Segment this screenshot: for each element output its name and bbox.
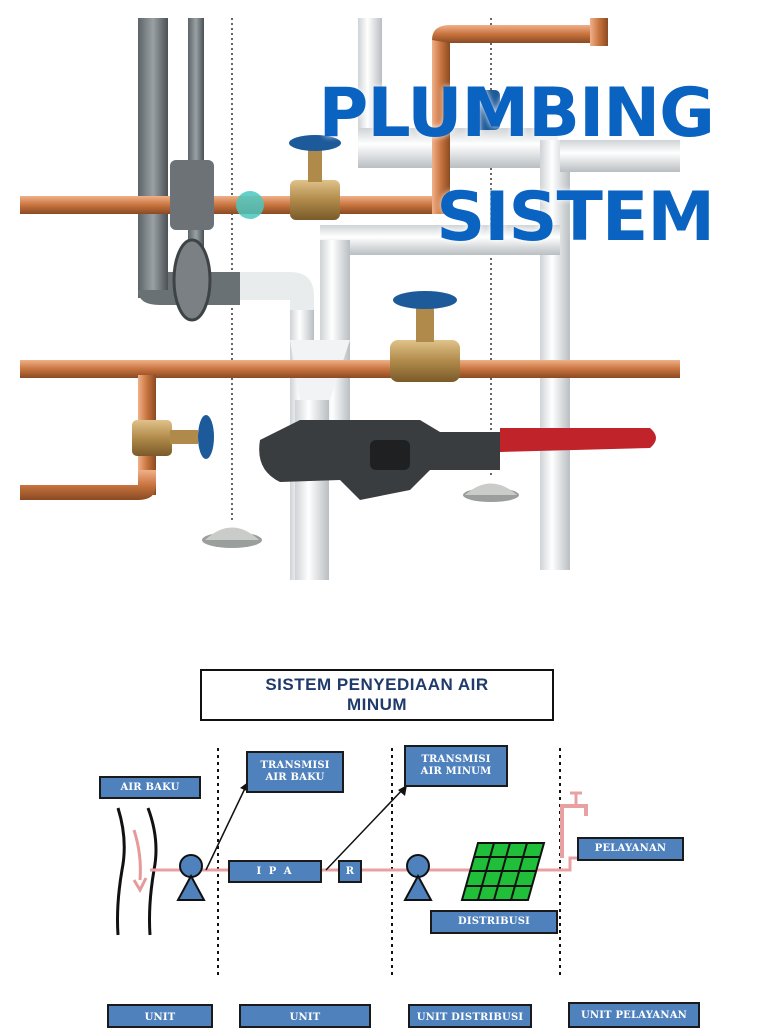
pump-icon (176, 854, 206, 901)
valve-icon (390, 291, 460, 382)
valve-icon (132, 415, 214, 459)
label-transmisi-air-baku: TRANSMISI AIR BAKU (246, 751, 344, 793)
label-distribusi: DISTRIBUSI (430, 910, 558, 934)
tap-icon (560, 804, 588, 858)
arrow-transmisi-air-baku (205, 781, 249, 871)
label-unit-distribusi: UNIT DISTRIBUSI (408, 1004, 532, 1028)
label-reservoir: R (338, 860, 362, 883)
plumbing-illustration (20, 18, 680, 580)
label-unit-pelayanan: UNIT PELAYANAN (568, 1002, 700, 1028)
water-supply-diagram (116, 748, 588, 975)
label-pelayanan: PELAYANAN (577, 837, 684, 861)
label-unit-1: UNIT (107, 1004, 213, 1028)
title-line-1: PLUMBING (318, 74, 715, 153)
title-line-2: SISTEM (436, 178, 715, 257)
label-air-baku: AIR BAKU (99, 776, 201, 799)
label-transmisi-air-minum: TRANSMISI AIR MINUM (404, 745, 508, 787)
diagram-header: SISTEM PENYEDIAAN AIR MINUM (200, 669, 554, 721)
arrow-transmisi-air-minum (325, 785, 407, 871)
label-ipa: I P A (228, 860, 322, 883)
label-unit-2: UNIT (239, 1004, 371, 1028)
valve-icon (289, 135, 341, 220)
wrench-icon (259, 420, 656, 500)
distribution-grid-icon (460, 842, 546, 901)
page-title: PLUMBING SISTEM (318, 62, 715, 270)
pump-icon (403, 854, 433, 901)
valve-icon (470, 90, 500, 130)
